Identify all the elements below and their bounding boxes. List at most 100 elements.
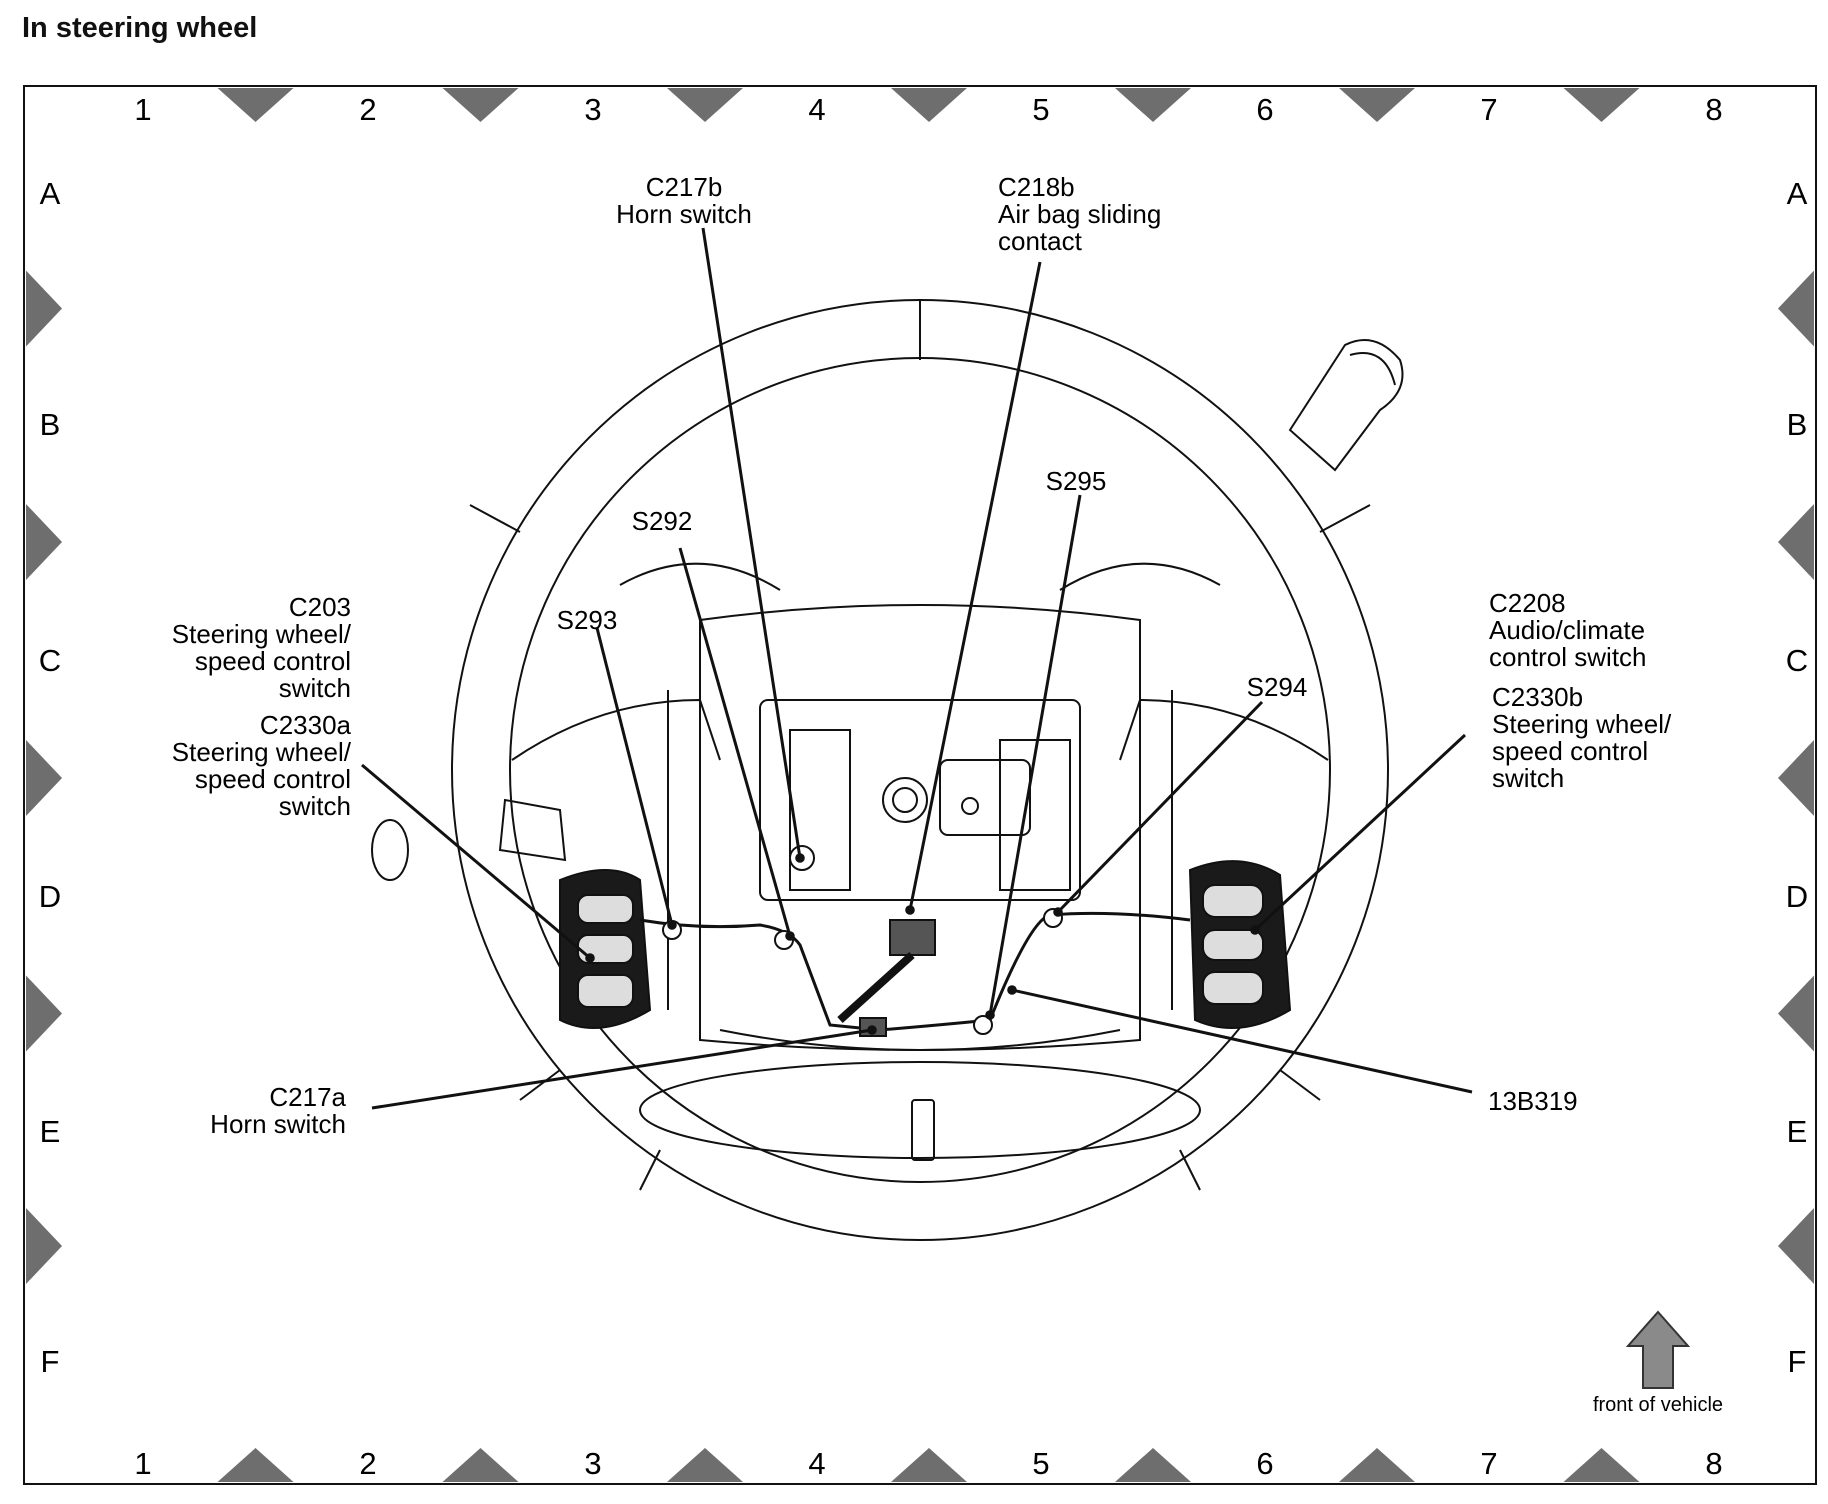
grid-row-label-right: E xyxy=(1787,1114,1808,1149)
grid-marker-right xyxy=(1778,270,1814,347)
callout-line: S293 xyxy=(557,605,618,635)
grid-marker-bottom xyxy=(217,1448,294,1482)
grid-marker-bottom xyxy=(442,1448,519,1482)
callout-line: C218b xyxy=(998,172,1075,202)
callout-line: S294 xyxy=(1247,672,1308,702)
right-switch-pod xyxy=(1188,860,1292,1029)
grid-marker-bottom xyxy=(1563,1448,1640,1482)
grid-column-label-top: 2 xyxy=(359,92,376,127)
callout-line: Audio/climate xyxy=(1489,615,1645,645)
front-of-vehicle-arrow-icon xyxy=(1625,1310,1691,1389)
grid-marker-top xyxy=(891,88,967,122)
callout-line: C217a xyxy=(269,1082,346,1112)
grid-column-label-bottom: 1 xyxy=(134,1446,151,1481)
callout-line: switch xyxy=(279,791,351,821)
diagram-frame xyxy=(23,85,1817,1485)
grid-marker-right xyxy=(1778,1208,1814,1284)
grid-row-label-left: B xyxy=(40,407,61,442)
page-title: In steering wheel xyxy=(22,12,258,44)
grid-row-label-left: A xyxy=(40,176,61,211)
left-switch-pod xyxy=(559,869,652,1029)
grid-marker-top xyxy=(1563,88,1640,122)
grid-row-label-right: D xyxy=(1786,879,1808,914)
grid-row-label-left: D xyxy=(39,879,61,914)
callout-line: S292 xyxy=(632,506,693,536)
callout-line: Horn switch xyxy=(210,1109,346,1139)
grid-marker-bottom xyxy=(667,1448,743,1482)
callout-line: speed control xyxy=(1492,736,1648,766)
callout-line: 13B319 xyxy=(1488,1086,1578,1116)
grid-marker-top xyxy=(1339,88,1415,122)
callout-line: control switch xyxy=(1489,642,1647,672)
grid-row-label-right: A xyxy=(1787,176,1808,211)
grid-marker-bottom xyxy=(1115,1448,1191,1482)
grid-marker-bottom xyxy=(891,1448,967,1482)
callout-13b319: 13B319 xyxy=(1488,1086,1578,1116)
grid-column-label-bottom: 2 xyxy=(359,1446,376,1481)
callout-s292: S292 xyxy=(632,506,693,536)
grid-column-label-top: 3 xyxy=(584,92,601,127)
grid-row-label-right: B xyxy=(1787,407,1808,442)
grid-column-label-bottom: 5 xyxy=(1032,1446,1049,1481)
callout-s295: S295 xyxy=(1046,466,1107,496)
callout-line: contact xyxy=(998,226,1083,256)
grid-marker-right xyxy=(1778,740,1814,816)
callout-line: Air bag sliding xyxy=(998,199,1161,229)
callout-line: Steering wheel/ xyxy=(1492,709,1672,739)
grid-column-label-top: 6 xyxy=(1256,92,1273,127)
callout-line: Horn switch xyxy=(616,199,752,229)
grid-marker-left xyxy=(26,975,62,1052)
callout-line: S295 xyxy=(1046,466,1107,496)
grid-row-label-left: E xyxy=(40,1114,61,1149)
grid-marker-right xyxy=(1778,504,1814,580)
callout-s293: S293 xyxy=(557,605,618,635)
grid-marker-bottom xyxy=(1339,1448,1415,1482)
callout-line: C203 xyxy=(289,592,351,622)
callout-line: speed control xyxy=(195,646,351,676)
grid-column-label-top: 7 xyxy=(1480,92,1497,127)
grid-column-label-top: 1 xyxy=(134,92,151,127)
callout-s294: S294 xyxy=(1247,672,1308,702)
grid-row-label-left: C xyxy=(39,643,61,678)
wheel-hub xyxy=(699,604,1141,1051)
grid-marker-left xyxy=(26,740,62,816)
callout-line: Steering wheel/ xyxy=(172,737,352,767)
grid-column-label-top: 8 xyxy=(1705,92,1722,127)
grid-marker-top xyxy=(442,88,519,122)
grid-column-label-bottom: 7 xyxy=(1480,1446,1497,1481)
wiper-stalk xyxy=(498,798,567,862)
lower-trim xyxy=(639,1061,1201,1159)
callout-line: C217b xyxy=(646,172,723,202)
callout-line: C2208 xyxy=(1489,588,1566,618)
grid-column-label-top: 4 xyxy=(808,92,825,127)
grid-column-label-bottom: 8 xyxy=(1705,1446,1722,1481)
grid-row-label-right: F xyxy=(1788,1344,1807,1379)
leader-lines xyxy=(361,227,1473,1110)
grid-zone-markers xyxy=(26,88,1814,1482)
grid-row-label-right: C xyxy=(1786,643,1808,678)
grid-marker-top xyxy=(1115,88,1191,122)
grid-column-label-bottom: 3 xyxy=(584,1446,601,1481)
callout-line: C2330b xyxy=(1492,682,1583,712)
grid-marker-right xyxy=(1778,975,1814,1052)
grid-column-label-bottom: 4 xyxy=(808,1446,825,1481)
grid-column-label-top: 5 xyxy=(1032,92,1049,127)
grid-marker-top xyxy=(217,88,294,122)
front-of-vehicle-label: front of vehicle xyxy=(1593,1394,1723,1416)
grid-column-label-bottom: 6 xyxy=(1256,1446,1273,1481)
grid-row-label-left: F xyxy=(41,1344,60,1379)
turn-signal-stalk xyxy=(1288,339,1404,472)
grid-marker-left xyxy=(26,270,62,347)
grid-marker-top xyxy=(667,88,743,122)
callout-line: switch xyxy=(279,673,351,703)
grid-marker-left xyxy=(26,1208,62,1284)
callout-line: C2330a xyxy=(260,710,352,740)
wiring-harness xyxy=(639,911,1191,1032)
